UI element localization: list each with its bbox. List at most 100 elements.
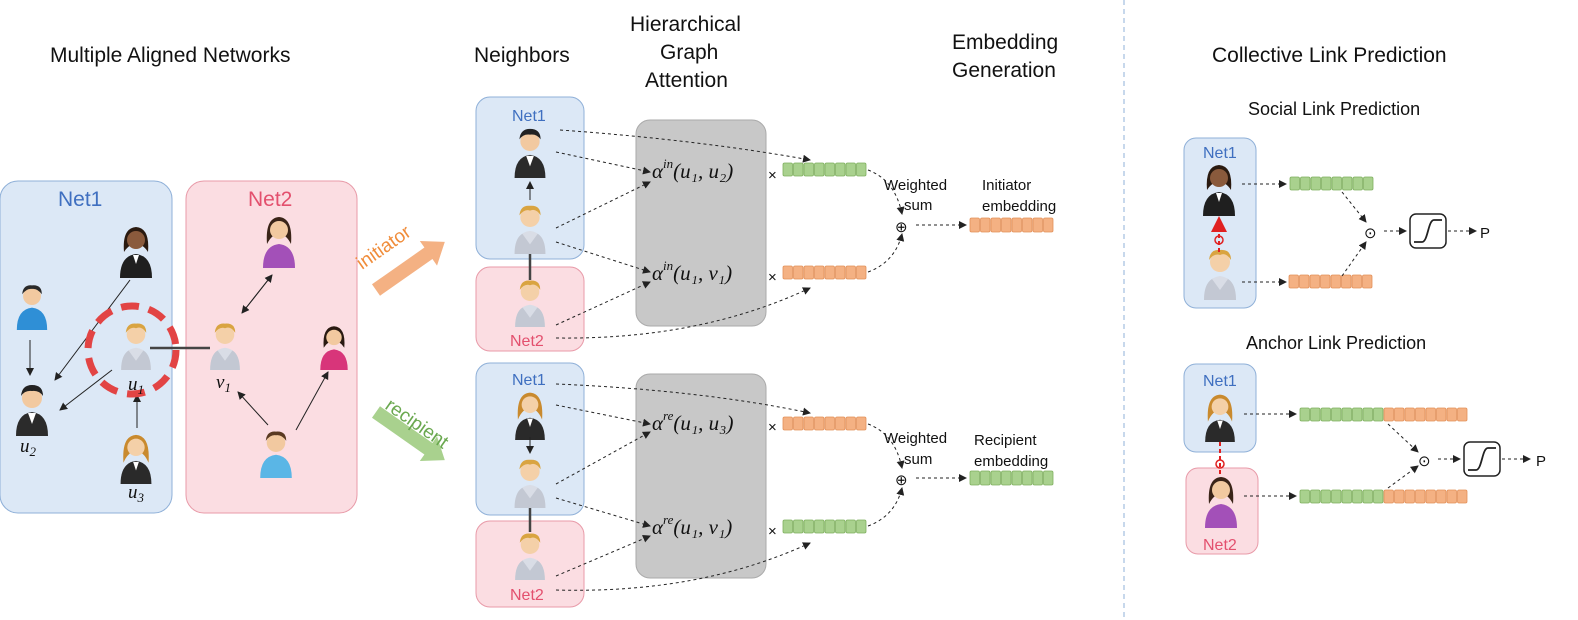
vector-cell (1373, 407, 1384, 422)
vector-cell (1043, 217, 1054, 233)
vector-cell (782, 162, 793, 177)
vector-cell (1352, 407, 1363, 422)
vector-cell (1425, 489, 1436, 504)
vector-cell (990, 470, 1001, 486)
vector-cell (824, 416, 835, 431)
weighted-label: Weighted (884, 430, 947, 447)
vector-cell (1341, 274, 1352, 289)
vector-cell (1320, 274, 1331, 289)
vector-cell (814, 265, 825, 280)
attention-box-initiator (635, 119, 767, 327)
candidate-marker (1215, 459, 1225, 469)
vector-cell (1289, 176, 1300, 191)
vector-cell (856, 416, 867, 431)
vector-cell (1373, 489, 1384, 504)
vector-cell (1011, 217, 1022, 233)
vector-cell (1299, 489, 1310, 504)
right-panel-title: Collective Link Prediction (1212, 44, 1447, 67)
vector-cell (793, 519, 804, 534)
vector-cell (1320, 489, 1331, 504)
net1-label: Net1 (1203, 145, 1237, 162)
vector-cell (1001, 470, 1012, 486)
hadamard-icon: ⊙ (1418, 453, 1431, 470)
vector-cell (782, 519, 793, 534)
vector-cell (1300, 176, 1311, 191)
recipient-embedding-label-1: Recipient (974, 432, 1037, 449)
oplus-icon: ⊕ (895, 472, 908, 489)
vector-cell (1022, 470, 1033, 486)
vector-cell (1321, 176, 1332, 191)
candidate-marker (1214, 235, 1224, 245)
edge (59, 369, 113, 411)
alpha-re-u1-u3: αre(u₁, u₃) (652, 408, 733, 435)
vector-cell (1394, 407, 1405, 422)
vector-cell (1331, 489, 1342, 504)
vector-cell (824, 162, 835, 177)
vector-cell (980, 217, 991, 233)
sigmoid-curve (1468, 447, 1496, 471)
vector-cell (856, 265, 867, 280)
vector-cell (1001, 217, 1012, 233)
social-output: P (1480, 225, 1490, 242)
vector-cell (1032, 470, 1043, 486)
dashed-arrow (559, 129, 811, 163)
net1-label: Net1 (512, 108, 546, 125)
dashed-arrow (1341, 191, 1367, 223)
dashed-arrow (555, 404, 651, 427)
vector-cell (1011, 470, 1022, 486)
vector-cell (1425, 407, 1436, 422)
vector-cell (1383, 407, 1394, 422)
vector-cell (782, 416, 793, 431)
vector-cell (1043, 470, 1054, 486)
vector-cell (1363, 176, 1374, 191)
focus-node-highlight (84, 302, 180, 398)
dashed-arrow (867, 487, 905, 527)
vector-cell (1032, 217, 1043, 233)
times-sign: × (768, 167, 777, 184)
vector-cell (1341, 489, 1352, 504)
net1-label: Net1 (58, 188, 102, 211)
dashed-arrow (1387, 465, 1419, 489)
dashed-arrow (555, 383, 811, 416)
left-panel-title: Multiple Aligned Networks (50, 44, 290, 67)
attention-title-3: Attention (645, 69, 728, 92)
vector-cell (1299, 274, 1310, 289)
vector-cell (845, 162, 856, 177)
vector-cell (845, 519, 856, 534)
vector-cell (803, 416, 814, 431)
vector-cell (1404, 489, 1415, 504)
vector-cell (835, 519, 846, 534)
vector-cell (980, 470, 991, 486)
attention-title-2: Graph (660, 41, 718, 64)
vector-cell (856, 519, 867, 534)
edge (237, 391, 269, 426)
vector-cell (835, 416, 846, 431)
sigmoid-curve (1414, 219, 1442, 243)
vector-cell (990, 217, 1001, 233)
dashed-arrow (867, 233, 905, 273)
sum-label: sum (904, 197, 932, 214)
vector-cell (856, 162, 867, 177)
vector-cell (1022, 217, 1033, 233)
vector-cell (814, 162, 825, 177)
vector-cell (1342, 176, 1353, 191)
vector-cell (1352, 176, 1363, 191)
vector-cell (803, 162, 814, 177)
anchor-output: P (1536, 453, 1546, 470)
vector-cell (1436, 407, 1447, 422)
vector-cell (969, 217, 980, 233)
times-sign: × (768, 269, 777, 286)
vector-cell (1362, 489, 1373, 504)
vector-cell (1310, 407, 1321, 422)
u1-label: u1 (128, 374, 144, 397)
dashed-arrow (1387, 423, 1419, 453)
edge (295, 371, 329, 431)
vector-cell (1394, 489, 1405, 504)
vector-cell (1404, 407, 1415, 422)
dashed-arrow (555, 281, 651, 326)
vector-cell (803, 265, 814, 280)
vector-cell (835, 265, 846, 280)
dashed-arrow (555, 497, 651, 528)
times-sign: × (768, 523, 777, 540)
dashed-arrow (555, 151, 651, 175)
